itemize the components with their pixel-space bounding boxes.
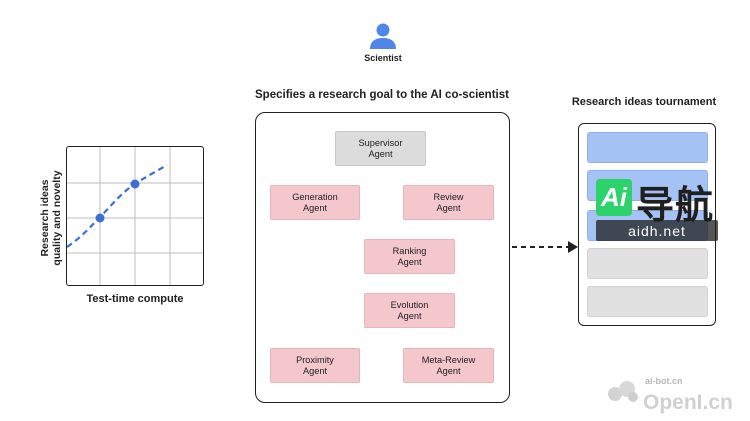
- scientist-label: Scientist: [364, 53, 402, 63]
- agent-label: Generation: [292, 191, 338, 202]
- y-label-line1: Research ideas: [39, 179, 51, 257]
- center-title: Specifies a research goal to the AI co-s…: [255, 89, 509, 101]
- agent-label: Evolution: [390, 299, 429, 310]
- tournament-title: Research ideas tournament: [571, 96, 717, 108]
- trend-line: [67, 164, 168, 248]
- watermark-small-text: ai-bot.cn: [645, 376, 683, 386]
- dashed-arrow-icon: [512, 241, 578, 253]
- plot-y-axis-label: Research ideas quality and novelty: [39, 146, 63, 290]
- watermark-url: aidh.net: [596, 220, 718, 241]
- agent-label: Agent: [302, 365, 327, 376]
- watermark-big-text: OpenI.cn: [643, 391, 733, 414]
- agent-label: Meta-Review: [421, 354, 476, 365]
- agent-label: Agent: [368, 148, 393, 159]
- agent-label: Agent: [397, 310, 422, 321]
- agent-label: Agent: [397, 256, 422, 267]
- plot-canvas: [67, 147, 203, 285]
- agent-label: Ranking: [392, 245, 427, 256]
- agent-label: Agent: [436, 365, 461, 376]
- trend-point: [95, 213, 105, 223]
- tournament-slot: [587, 132, 708, 163]
- watermark-ai-logo: Ai: [596, 179, 632, 216]
- compute-quality-plot: [66, 146, 204, 286]
- plot-x-axis-label: Test-time compute: [86, 293, 184, 305]
- tournament-slot: [587, 248, 708, 279]
- openi-logo-icon: [608, 381, 638, 402]
- tournament-slot: [587, 286, 708, 317]
- agent-label: Proximity: [296, 354, 334, 365]
- agent-label: Agent: [436, 202, 461, 213]
- agent-label: Supervisor: [358, 137, 403, 148]
- person-icon: [370, 23, 396, 49]
- agent-label: Agent: [302, 202, 327, 213]
- agent-label: Review: [433, 191, 464, 202]
- trend-point: [130, 179, 140, 189]
- y-label-line2: quality and novelty: [51, 170, 63, 266]
